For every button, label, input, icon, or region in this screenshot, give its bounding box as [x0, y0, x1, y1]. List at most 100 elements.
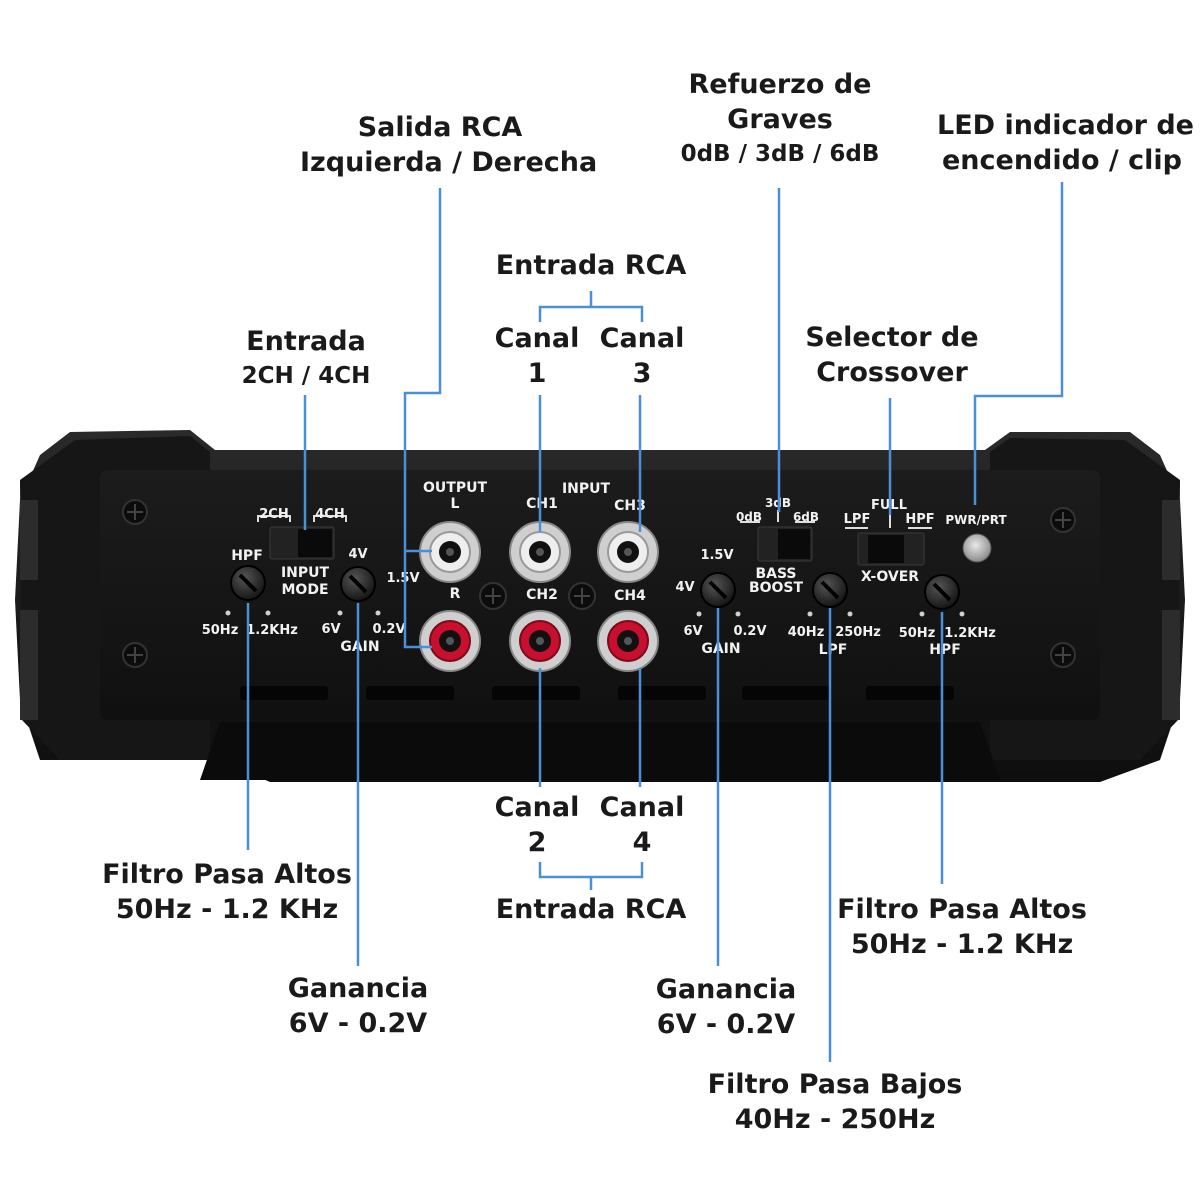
panel-gain-right: GAIN	[701, 641, 740, 657]
panel-ch3: CH3	[614, 498, 646, 514]
panel-gain-left-4v: 4V	[348, 547, 367, 562]
callout-hpf-left: Filtro Pasa Altos 50Hz - 1.2 KHz	[97, 857, 357, 927]
panel-bb-6db: 6dB	[793, 510, 819, 524]
knob-gain-right[interactable]	[700, 572, 736, 608]
callout-gain-right-line2: 6V - 0.2V	[656, 1009, 796, 1040]
bass-boost-switch[interactable]	[757, 526, 813, 562]
panel-boost: BOOST	[749, 580, 804, 596]
panel-ch4: CH4	[614, 588, 646, 604]
panel-xo-lpf: LPF	[844, 512, 871, 527]
panel-output: OUTPUT	[423, 480, 487, 496]
callout-led-line1: LED indicador de	[937, 110, 1194, 141]
rca-input-ch3[interactable]	[597, 521, 659, 583]
panel-input-mode-1: INPUT	[281, 565, 330, 581]
leader-led	[973, 182, 1064, 505]
callout-input-top-title: Entrada RCA	[491, 248, 691, 283]
callout-crossover: Selector de Crossover	[782, 320, 1002, 390]
callout-input-mode: Entrada 2CH / 4CH	[206, 324, 406, 394]
panel-hpf-left-max: 1.2KHz	[246, 623, 298, 638]
callout-canal-3-line1: Canal	[599, 323, 685, 354]
knob-hpf-left[interactable]	[230, 565, 266, 601]
input-mode-switch[interactable]	[269, 526, 335, 560]
power-led	[962, 533, 992, 563]
leader-rca-output	[403, 188, 442, 649]
callout-gain-left-line2: 6V - 0.2V	[288, 1008, 428, 1039]
callout-canal-1: Canal 1	[487, 321, 587, 391]
panel-lpf: LPF	[819, 642, 848, 658]
leader-input-bottom-bracket	[538, 862, 644, 890]
callout-crossover-line2: Crossover	[816, 357, 968, 388]
callout-canal-3: Canal 3	[592, 321, 692, 391]
callout-rca-output-line2: Izquierda / Derecha	[300, 147, 598, 178]
panel-ch2: CH2	[526, 587, 558, 603]
callout-gain-right-line1: Ganancia	[655, 974, 797, 1005]
rca-output-r[interactable]	[419, 610, 481, 672]
panel-input-mode-2: MODE	[281, 582, 328, 598]
rca-input-ch1[interactable]	[509, 521, 571, 583]
callout-input-bottom-title-text: Entrada RCA	[495, 894, 687, 925]
panel-hpf-left-min: 50Hz	[202, 623, 239, 638]
callout-input-top-title-text: Entrada RCA	[495, 250, 687, 281]
panel-output-r: R	[450, 586, 461, 602]
callout-rca-output-line1: Salida RCA	[357, 112, 523, 143]
callout-canal-4-line2: 4	[632, 827, 652, 858]
knob-hpf-right[interactable]	[924, 574, 960, 610]
callout-canal-1-line1: Canal	[494, 323, 580, 354]
panel-gain-left-02v: 0.2V	[372, 622, 405, 637]
panel-gain-left-15v: 1.5V	[386, 571, 419, 586]
callout-hpf-left-line2: 50Hz - 1.2 KHz	[115, 894, 339, 925]
panel-gain-right-02v: 0.2V	[733, 624, 766, 639]
panel-ch1: CH1	[526, 496, 558, 512]
knob-lpf[interactable]	[812, 572, 848, 608]
callout-hpf-left-line1: Filtro Pasa Altos	[102, 859, 352, 890]
panel-bass: BASS	[755, 566, 796, 582]
panel-hpf-right-min: 50Hz	[899, 626, 936, 641]
callout-canal-2: Canal 2	[487, 790, 587, 860]
panel-gain-right-6v: 6V	[683, 624, 702, 639]
callout-input-mode-line2: 2CH / 4CH	[241, 363, 371, 389]
panel-lpf-min: 40Hz	[788, 625, 825, 640]
callout-canal-2-line1: Canal	[494, 792, 580, 823]
crossover-switch[interactable]	[857, 532, 925, 566]
callout-led-line2: encendido / clip	[941, 145, 1183, 176]
leader-input-top-bracket	[538, 291, 644, 322]
callout-canal-4-line1: Canal	[599, 792, 685, 823]
panel-2ch-label: 2CH	[259, 507, 288, 522]
knob-gain-left[interactable]	[340, 566, 376, 602]
panel-lpf-max: 250Hz	[835, 625, 881, 640]
panel-output-l: L	[451, 496, 460, 512]
panel-pwr-prt: PWR/PRT	[945, 513, 1007, 527]
panel-xo: X-OVER	[861, 569, 919, 585]
panel-hpf-left: HPF	[231, 548, 263, 564]
callout-gain-left-line1: Ganancia	[287, 973, 429, 1004]
panel-hpf-right-max: 1.2KHz	[944, 626, 996, 641]
callout-lpf-line2: 40Hz - 250Hz	[734, 1104, 936, 1135]
callout-bass-boost-line3: 0dB / 3dB / 6dB	[680, 141, 880, 167]
panel-bb-0db: 0dB	[736, 510, 762, 524]
callout-canal-4: Canal 4	[592, 790, 692, 860]
callout-hpf-right-line2: 50Hz - 1.2 KHz	[850, 929, 1074, 960]
callout-bass-boost: Refuerzo de Graves 0dB / 3dB / 6dB	[660, 67, 900, 172]
rca-input-ch4[interactable]	[597, 610, 659, 672]
callout-bass-boost-line1: Refuerzo de	[688, 69, 872, 100]
panel-xo-hpf: HPF	[905, 512, 934, 527]
callout-lpf: Filtro Pasa Bajos 40Hz - 250Hz	[705, 1067, 965, 1137]
callout-input-mode-line1: Entrada	[246, 326, 366, 357]
callout-canal-3-line2: 3	[632, 358, 652, 389]
callout-hpf-right-line1: Filtro Pasa Altos	[837, 894, 1087, 925]
callout-hpf-right: Filtro Pasa Altos 50Hz - 1.2 KHz	[832, 892, 1092, 962]
panel-gain-left: GAIN	[340, 639, 379, 655]
callout-gain-left: Ganancia 6V - 0.2V	[258, 971, 458, 1041]
callout-gain-right: Ganancia 6V - 0.2V	[626, 972, 826, 1042]
panel-hpf-right: HPF	[929, 642, 961, 658]
callout-bass-boost-line2: Graves	[727, 104, 833, 135]
panel-gain-right-15v: 1.5V	[700, 548, 733, 563]
callout-canal-2-line2: 2	[527, 827, 547, 858]
callout-crossover-line1: Selector de	[805, 322, 979, 353]
callout-canal-1-line2: 1	[527, 358, 547, 389]
panel-gain-left-6v: 6V	[321, 622, 340, 637]
callout-input-bottom-title: Entrada RCA	[491, 892, 691, 927]
